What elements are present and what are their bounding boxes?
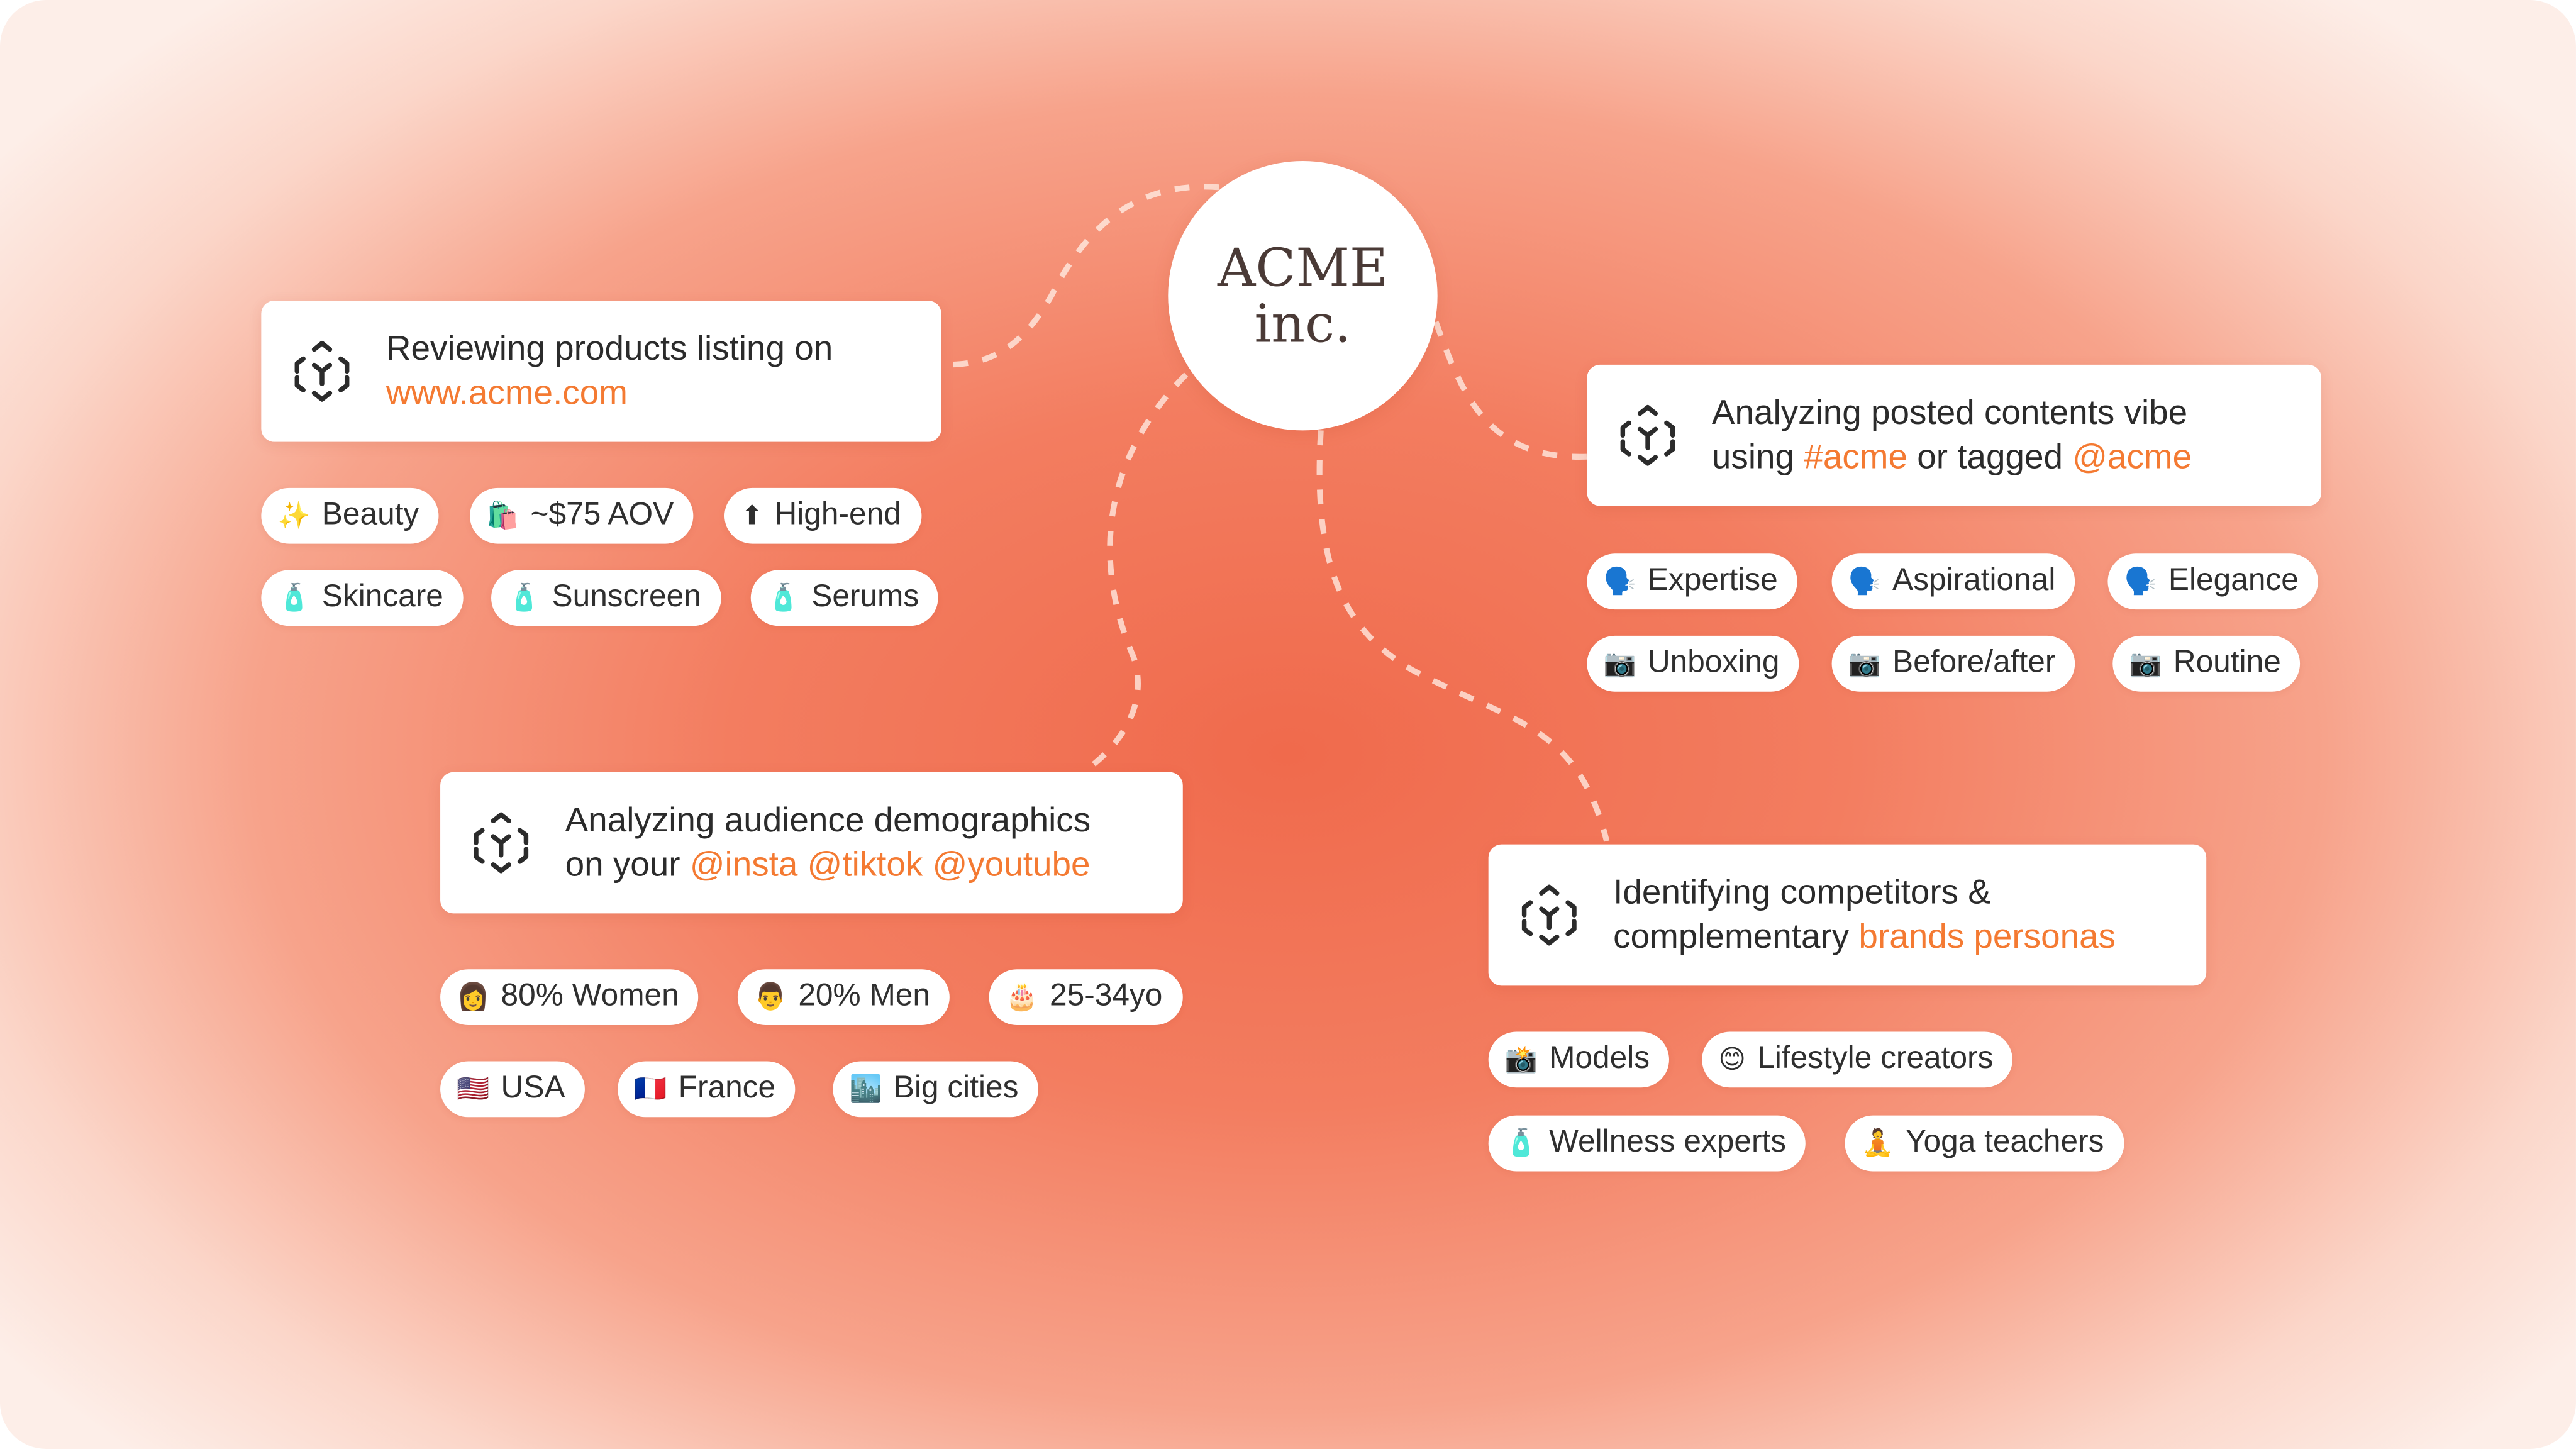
cake-icon: 🎂: [1005, 984, 1038, 1013]
chip-women[interactable]: 👩 80% Women: [440, 969, 699, 1026]
card-audience: Analyzing audience demographics on your @…: [440, 772, 1183, 914]
chip-expertise[interactable]: 🗣️ Expertise: [1587, 553, 1798, 610]
chip-big-cities[interactable]: 🏙️ Big cities: [833, 1061, 1038, 1118]
chip-unboxing[interactable]: 📷 Unboxing: [1587, 635, 1799, 692]
man-icon: 👨: [753, 984, 787, 1013]
card-text: using: [1711, 438, 1804, 477]
chip-skincare[interactable]: 🧴 Skincare: [261, 570, 464, 626]
chip-serums[interactable]: 🧴 Serums: [750, 570, 939, 626]
chip-label: Skincare: [321, 580, 443, 614]
chip-label: Wellness experts: [1549, 1125, 1787, 1160]
card-text: or tagged: [1907, 438, 2073, 477]
acme-logo: ACME inc.: [1168, 160, 1438, 431]
chip-label: Elegance: [2168, 563, 2299, 598]
chip-label: Before/after: [1892, 645, 2056, 680]
card-title: Reviewing products listing on: [386, 330, 833, 369]
connector-card-3: [1085, 372, 1189, 772]
chip-aov[interactable]: 🛍️ ~$75 AOV: [470, 487, 694, 544]
scan-icon: [1620, 404, 1675, 466]
chip-yoga-teachers[interactable]: 🧘 Yoga teachers: [1845, 1115, 2124, 1172]
smiley-icon: 😊: [1718, 1046, 1746, 1075]
card-competitors: Identifying competitors & complementary b…: [1488, 844, 2207, 986]
scan-icon: [1521, 884, 1577, 946]
chip-france[interactable]: 🇫🇷 France: [618, 1061, 796, 1118]
chip-label: Unboxing: [1647, 645, 1780, 680]
lotion-bottle-icon: 🧴: [508, 584, 541, 613]
connector-card-2: [1433, 321, 1587, 460]
card-title: Identifying competitors &: [1613, 874, 1991, 912]
chip-label: 25-34yo: [1049, 979, 1163, 1014]
chip-label: High-end: [774, 497, 901, 533]
chip-wellness-experts[interactable]: 🧴 Wellness experts: [1488, 1115, 1806, 1172]
france-flag-icon: 🇫🇷: [634, 1075, 667, 1104]
yoga-icon: 🧘: [1861, 1130, 1894, 1158]
card-title: Analyzing posted contents vibe: [1711, 394, 2188, 433]
card-title: Analyzing audience demographics: [565, 801, 1091, 840]
speaking-head-icon: 🗣️: [1603, 568, 1636, 597]
chip-label: Aspirational: [1892, 563, 2056, 598]
chip-models[interactable]: 📸 Models: [1488, 1031, 1670, 1088]
chip-label: 20% Men: [798, 979, 931, 1014]
camera-icon: 📷: [2129, 650, 2162, 679]
card-content-vibe: Analyzing posted contents vibe using #acm…: [1587, 364, 2322, 506]
chip-label: France: [678, 1071, 776, 1106]
chip-label: Beauty: [321, 497, 419, 533]
scan-icon: [294, 340, 350, 402]
chip-label: ~$75 AOV: [530, 497, 674, 533]
chip-label: Lifestyle creators: [1757, 1041, 1994, 1076]
woman-icon: 👩: [457, 984, 490, 1013]
speaking-head-icon: 🗣️: [1848, 568, 1881, 597]
chip-usa[interactable]: 🇺🇸 USA: [440, 1061, 585, 1118]
chip-men[interactable]: 👨 20% Men: [737, 969, 950, 1026]
sparkles-icon: ✨: [277, 502, 311, 531]
us-flag-icon: 🇺🇸: [457, 1075, 490, 1104]
chip-label: Yoga teachers: [1905, 1125, 2104, 1160]
camera-icon: 📷: [1603, 650, 1636, 679]
camera-icon: 📷: [1848, 650, 1881, 679]
website-link[interactable]: www.acme.com: [386, 374, 628, 413]
camera-flash-icon: 📸: [1504, 1046, 1538, 1075]
connector-card-4: [1316, 430, 1610, 842]
card-product-listing: Reviewing products listing on www.acme.co…: [261, 301, 941, 442]
social-handles[interactable]: @insta @tiktok @youtube: [689, 846, 1091, 884]
logo-line-2: inc.: [1254, 292, 1352, 355]
chip-before-after[interactable]: 📷 Before/after: [1831, 635, 2075, 692]
card-text: complementary: [1613, 918, 1859, 957]
lotion-bottle-icon: 🧴: [767, 584, 800, 613]
chip-age[interactable]: 🎂 25-34yo: [989, 969, 1182, 1026]
chip-label: Big cities: [893, 1071, 1019, 1106]
chip-label: Expertise: [1647, 563, 1778, 598]
chip-sunscreen[interactable]: 🧴 Sunscreen: [491, 570, 721, 626]
shopping-bags-icon: 🛍️: [486, 502, 519, 531]
mention-link[interactable]: @acme: [2072, 438, 2192, 477]
chip-label: USA: [501, 1071, 565, 1106]
chip-high-end[interactable]: ⬆ High-end: [724, 487, 921, 544]
chip-beauty[interactable]: ✨ Beauty: [261, 487, 439, 544]
chip-routine[interactable]: 📷 Routine: [2112, 635, 2301, 692]
lotion-bottle-icon: 🧴: [277, 584, 311, 613]
chip-label: Serums: [811, 580, 919, 614]
chip-elegance[interactable]: 🗣️ Elegance: [2107, 553, 2319, 610]
brands-personas-link[interactable]: brands personas: [1858, 918, 2116, 957]
lotion-bottle-icon: 🧴: [1504, 1130, 1538, 1158]
logo-line-1: ACME: [1218, 236, 1388, 299]
chip-aspirational[interactable]: 🗣️ Aspirational: [1831, 553, 2075, 610]
chip-lifestyle-creators[interactable]: 😊 Lifestyle creators: [1702, 1031, 2013, 1088]
chip-label: 80% Women: [501, 979, 679, 1014]
speaking-head-icon: 🗣️: [2124, 568, 2157, 597]
cityscape-icon: 🏙️: [849, 1075, 882, 1104]
up-arrow-icon: ⬆: [741, 502, 763, 531]
connector-card-1: [945, 184, 1219, 368]
chip-label: Sunscreen: [552, 580, 701, 614]
chip-label: Models: [1549, 1041, 1650, 1076]
card-text: on your: [565, 846, 690, 884]
hashtag-link[interactable]: #acme: [1804, 438, 1907, 477]
chip-label: Routine: [2173, 645, 2281, 680]
scan-icon: [474, 812, 529, 874]
